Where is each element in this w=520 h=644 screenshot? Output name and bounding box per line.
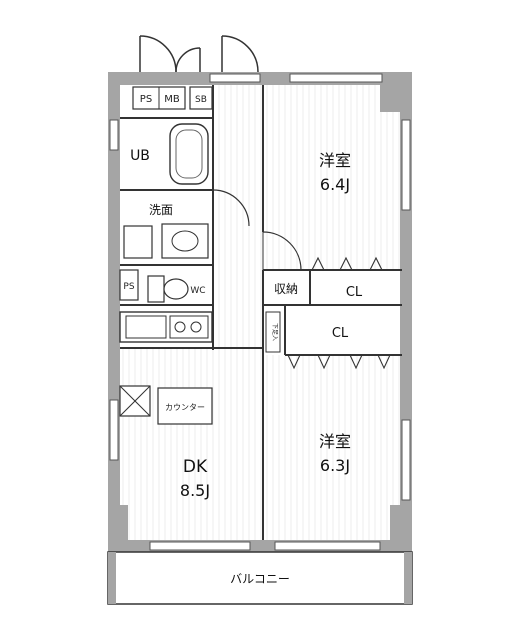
closet-1-label: CL (346, 285, 363, 300)
closet-2-label: CL (332, 326, 349, 341)
hallway-floor (213, 85, 263, 350)
toilet-bowl-icon (163, 278, 189, 300)
western-room-2-size: 6.3J (320, 456, 350, 475)
sink-icon (161, 223, 209, 259)
kitchen-sink-icon (125, 315, 167, 339)
balcony-label: バルコニー (230, 572, 290, 586)
storage-label: 収納 (274, 282, 298, 296)
dk-floor (120, 348, 263, 543)
ps-left-label: PS (123, 282, 134, 292)
sb-box (189, 86, 213, 110)
shoe-box (265, 311, 281, 353)
washing-machine-icon (123, 225, 153, 259)
counter-box (157, 387, 213, 425)
closet-door-icon (287, 256, 391, 370)
western-room-2-floor (263, 355, 402, 543)
shoe-box-label: 下足入 (271, 323, 278, 341)
washroom-label: 洗面 (149, 203, 173, 217)
counter-label: カウンター (165, 403, 205, 412)
entrance-door-icon (139, 35, 259, 73)
western-room-1-size: 6.4J (320, 175, 350, 194)
stove-icon (169, 315, 209, 339)
window-openings (109, 73, 411, 551)
bathtub-icon (169, 123, 209, 185)
interior-walls (120, 85, 402, 540)
toilet-label: WC (190, 286, 205, 296)
western-room-1-name: 洋室 (319, 151, 351, 170)
western-room-2-name: 洋室 (319, 432, 351, 451)
ps-left-box (119, 269, 139, 301)
unit-bath-label: UB (130, 148, 150, 164)
washroom-door-icon (212, 189, 250, 227)
ps-top-label: PS (140, 94, 152, 105)
dk-name: DK (183, 457, 208, 477)
toilet-tank-icon (147, 275, 165, 303)
mb-label: MB (164, 94, 180, 105)
room-1-door-icon (262, 231, 302, 271)
dk-size: 8.5J (180, 481, 210, 500)
sb-label: SB (195, 95, 207, 105)
